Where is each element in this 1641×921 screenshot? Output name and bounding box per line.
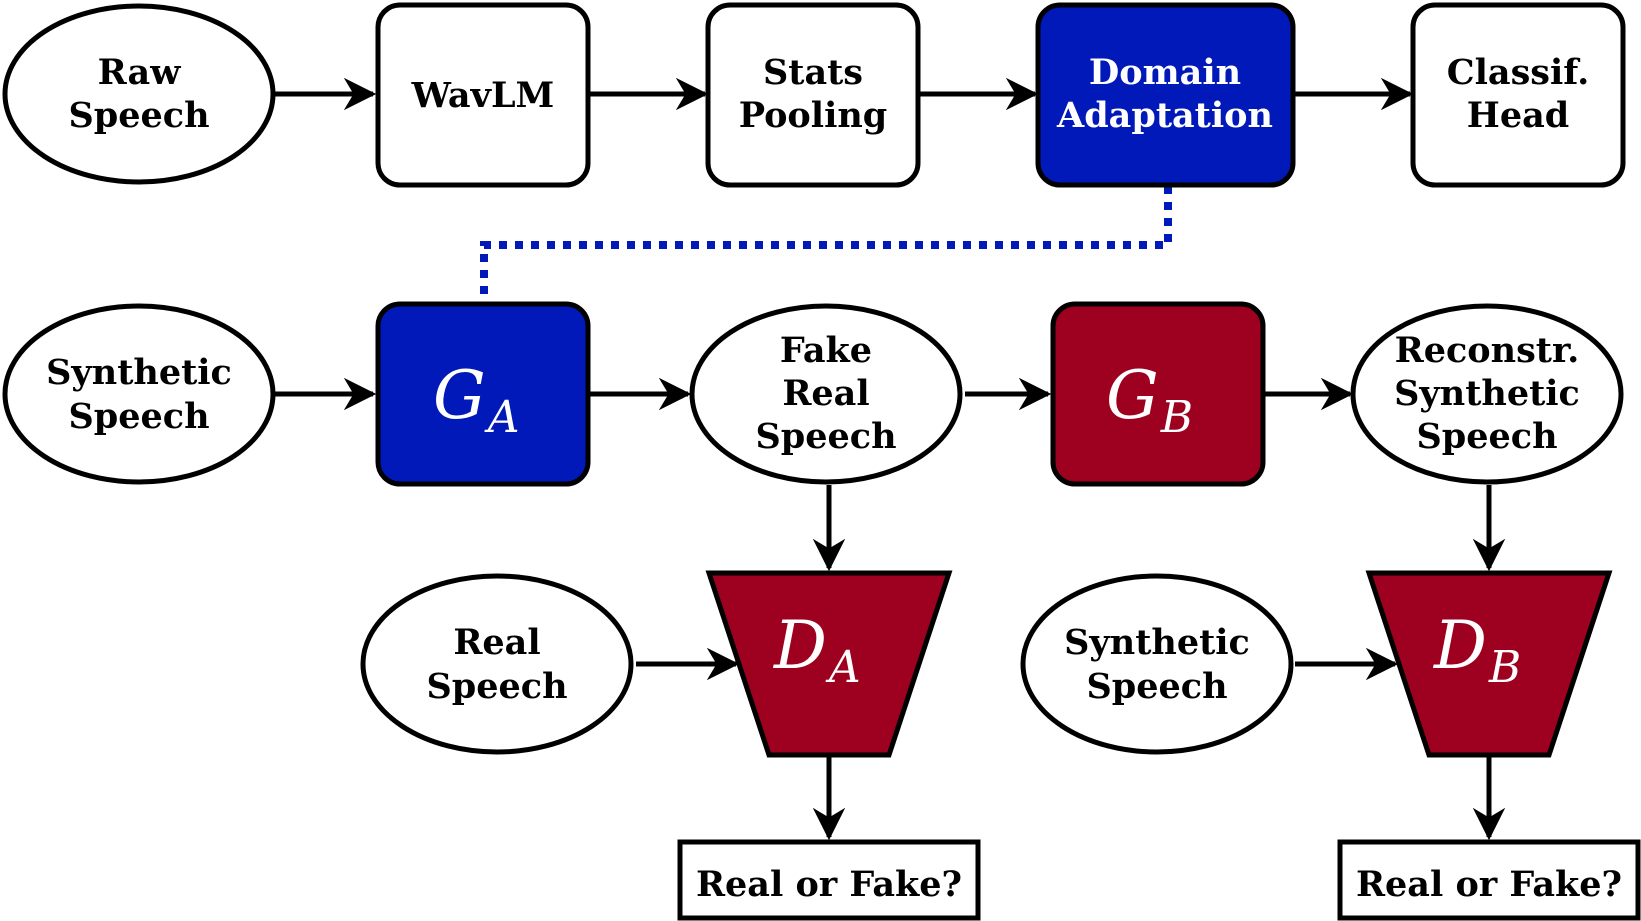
stats-pooling-node: Stats Pooling (705, 2, 921, 188)
classif-head-label-line2: Head (1467, 95, 1570, 136)
generator-a-subscript: A (484, 392, 520, 443)
edges (273, 77, 1506, 841)
raw-speech-label-line1: Raw (98, 52, 182, 93)
real-speech-label-line1: Real (453, 622, 540, 663)
discriminator-b-symbol: D (1433, 607, 1487, 684)
dotted-link-da-to-ga (480, 186, 1172, 302)
stats-pooling-label-line2: Pooling (739, 95, 888, 136)
discriminator-b-node: DB (1365, 570, 1613, 758)
reconstr-label-line1: Reconstr. (1395, 330, 1580, 371)
reconstr-label-line2: Synthetic (1394, 373, 1580, 414)
raw-speech-node: Raw Speech (2, 3, 276, 185)
wavlm-label: WavLM (411, 75, 555, 116)
synthetic-speech-node: Synthetic Speech (2, 303, 276, 485)
reconstr-synthetic-speech-node: Reconstr. Synthetic Speech (1350, 303, 1624, 485)
raw-speech-label-line2: Speech (68, 95, 209, 136)
generator-b-subscript: B (1160, 392, 1193, 443)
synthetic-speech-label-line2: Speech (68, 396, 209, 437)
discriminator-a-node: DA (705, 570, 953, 758)
stats-pooling-label-line1: Stats (763, 52, 863, 93)
discriminator-a-label: DA (773, 607, 861, 693)
output-a-label: Real or Fake? (696, 864, 962, 905)
classif-head-label-line1: Classif. (1447, 52, 1590, 93)
real-speech-node: Real Speech (360, 573, 634, 755)
generator-a-node: GA (375, 301, 591, 487)
fake-real-speech-label-line3: Speech (755, 416, 896, 457)
generator-b-label: GB (1106, 357, 1193, 443)
generator-b-node: GB (1050, 301, 1266, 487)
output-b-label: Real or Fake? (1356, 864, 1622, 905)
synthetic-speech-b-label-line2: Speech (1086, 666, 1227, 707)
synthetic-speech-b-node: Synthetic Speech (1020, 573, 1294, 755)
generator-a-label: GA (433, 357, 520, 443)
domain-adaptation-label-line1: Domain (1089, 52, 1241, 93)
reconstr-label-line3: Speech (1416, 416, 1557, 457)
generator-a-symbol: G (433, 357, 486, 434)
output-b-node: Real or Fake? (1337, 839, 1641, 921)
domain-adaptation-label-line2: Adaptation (1056, 95, 1273, 136)
wavlm-node: WavLM (375, 2, 591, 188)
fake-real-speech-label-line1: Fake (780, 330, 872, 371)
synthetic-speech-b-label-line1: Synthetic (1064, 622, 1250, 663)
fake-real-speech-node: Fake Real Speech (689, 303, 963, 485)
classif-head-node: Classif. Head (1410, 2, 1626, 188)
discriminator-b-label: DB (1433, 607, 1521, 693)
generator-b-symbol: G (1106, 357, 1159, 434)
output-a-node: Real or Fake? (677, 839, 981, 921)
discriminator-a-symbol: D (773, 607, 827, 684)
synthetic-speech-label-line1: Synthetic (46, 352, 232, 393)
domain-adaptation-node: Domain Adaptation (1035, 2, 1296, 188)
discriminator-a-subscript: A (825, 642, 861, 693)
discriminator-b-subscript: B (1488, 642, 1521, 693)
real-speech-label-line2: Speech (426, 666, 567, 707)
fake-real-speech-label-line2: Real (782, 373, 869, 414)
